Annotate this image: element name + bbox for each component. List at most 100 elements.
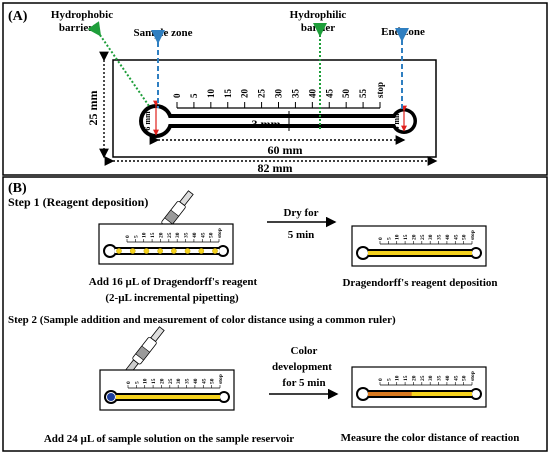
sample-zone-label: Sample zone <box>134 27 193 39</box>
mini-ruler-label: 15 <box>150 232 156 238</box>
mini-ruler-label: 40 <box>445 375 451 381</box>
reagent-drop <box>116 248 122 254</box>
mini-device-outline <box>351 366 487 408</box>
mini-sample-zone-inner <box>358 389 368 399</box>
mini-ruler-label: 20 <box>159 378 165 384</box>
dry-label: Dry for <box>283 207 318 219</box>
mini-end-zone-inner <box>219 247 227 255</box>
mini-ruler-label: stop <box>217 228 223 238</box>
mini-ruler-label: 25 <box>167 232 173 238</box>
ruler-label: 25 <box>257 89 267 99</box>
ruler-label: 20 <box>240 89 250 99</box>
total-length-label: 82 mm <box>258 161 293 175</box>
ruler-label: stop <box>375 82 385 98</box>
mini-ruler-label: 45 <box>453 234 459 240</box>
mini-ruler-label: 50 <box>462 375 468 381</box>
mini-ruler-label: 40 <box>445 234 451 240</box>
mini-ruler-label: 10 <box>143 378 149 384</box>
ruler-label: 10 <box>206 89 216 99</box>
ruler-label: 0 <box>172 93 182 98</box>
reagent-drop <box>129 248 136 254</box>
panel-a-frame <box>2 2 548 176</box>
hydrophobic-label-2: barrier <box>59 22 93 34</box>
mini-ruler-label: 30 <box>428 234 434 240</box>
mini-ruler-label: 35 <box>437 234 443 240</box>
mini-ruler-label: 35 <box>437 375 443 381</box>
sample-drop <box>107 393 115 401</box>
end-zone-label: End zone <box>381 26 425 38</box>
mini-ruler-label: 25 <box>168 378 174 384</box>
caption-reagent-deposition: Dragendorff's reagent deposition <box>342 277 497 289</box>
mini-ruler-label: stop <box>218 374 224 384</box>
mini-ruler-label: 45 <box>453 375 459 381</box>
panel-a-label: (A) <box>8 9 28 24</box>
mini-ruler-label: stop <box>470 371 476 381</box>
mini-channel-inner <box>115 249 219 253</box>
reagent-drop <box>171 248 177 254</box>
mini-ruler-label: 10 <box>395 375 401 381</box>
caption-add-sample: Add 24 µL of sample solution on the samp… <box>44 433 294 445</box>
mini-device-outline <box>99 369 235 411</box>
mini-ruler-label: 0 <box>378 378 384 381</box>
mini-ruler-label: 25 <box>420 375 426 381</box>
left-circle-diameter-label: 6 mm <box>143 111 152 131</box>
panel-b-frame <box>2 176 548 452</box>
reagent-drop <box>143 248 150 254</box>
mini-ruler-label: 45 <box>200 232 206 238</box>
mini-ruler-label: 45 <box>201 378 207 384</box>
ruler-label: 40 <box>307 89 317 99</box>
mini-sample-zone-inner <box>358 248 368 258</box>
reagent-drop <box>184 248 191 254</box>
reagent-drop <box>157 248 163 254</box>
mini-ruler-label: 30 <box>175 232 181 238</box>
mini-ruler-label: 5 <box>386 378 392 381</box>
color-dev-label-2: development <box>272 361 332 373</box>
mini-end-zone-inner <box>220 393 228 401</box>
mini-ruler-label: 50 <box>209 232 215 238</box>
mini-ruler-label: 15 <box>151 378 157 384</box>
panel-b-label: (B) <box>8 181 27 196</box>
reagent-drop <box>198 248 205 254</box>
mini-ruler-label: 15 <box>403 375 409 381</box>
height-dimension-label: 25 mm <box>86 91 100 126</box>
mini-ruler-label: 0 <box>125 235 131 238</box>
reagent-fill <box>368 392 472 396</box>
mini-device-outline <box>351 225 487 267</box>
step1-label: Step 1 (Reagent deposition) <box>8 195 148 209</box>
hydrophobic-label: Hydrophobic <box>51 9 113 21</box>
mini-ruler-label: 35 <box>185 378 191 384</box>
caption-add-reagent: Add 16 µL of Dragendorff's reagent <box>89 276 258 288</box>
ruler-label: 45 <box>324 89 334 99</box>
reagent-fill <box>116 395 220 399</box>
mini-ruler-label: 5 <box>133 235 139 238</box>
caption-measure: Measure the color distance of reaction <box>341 432 520 444</box>
mini-ruler-label: 30 <box>428 375 434 381</box>
ruler-label: 30 <box>274 89 284 99</box>
mini-ruler-label: 25 <box>420 234 426 240</box>
mini-ruler-label: 35 <box>184 232 190 238</box>
channel-length-label: 60 mm <box>268 143 303 157</box>
mini-end-zone-inner <box>472 249 480 257</box>
mini-ruler-label: 30 <box>176 378 182 384</box>
mini-device-outline <box>98 223 234 265</box>
mini-ruler-label: 0 <box>378 237 384 240</box>
ruler-label: 5 <box>189 93 199 98</box>
reagent-drop <box>212 248 218 254</box>
hydrophilic-label-2: barrier <box>301 22 335 34</box>
mini-ruler-label: 15 <box>403 234 409 240</box>
color-dev-label: Color <box>291 345 318 357</box>
mini-ruler-label: 50 <box>210 378 216 384</box>
ruler-label: 55 <box>358 89 368 99</box>
channel-width-label: 3 mm <box>252 117 281 131</box>
caption-incremental: (2-µL incremental pipetting) <box>105 292 239 304</box>
ruler-label: 35 <box>290 89 300 99</box>
mini-ruler-label: 10 <box>395 234 401 240</box>
mini-end-zone-inner <box>472 390 480 398</box>
mini-ruler-label: stop <box>470 230 476 240</box>
mini-ruler-label: 0 <box>126 381 132 384</box>
hydrophilic-label: Hydrophilic <box>290 9 347 21</box>
mini-ruler-label: 5 <box>134 381 140 384</box>
